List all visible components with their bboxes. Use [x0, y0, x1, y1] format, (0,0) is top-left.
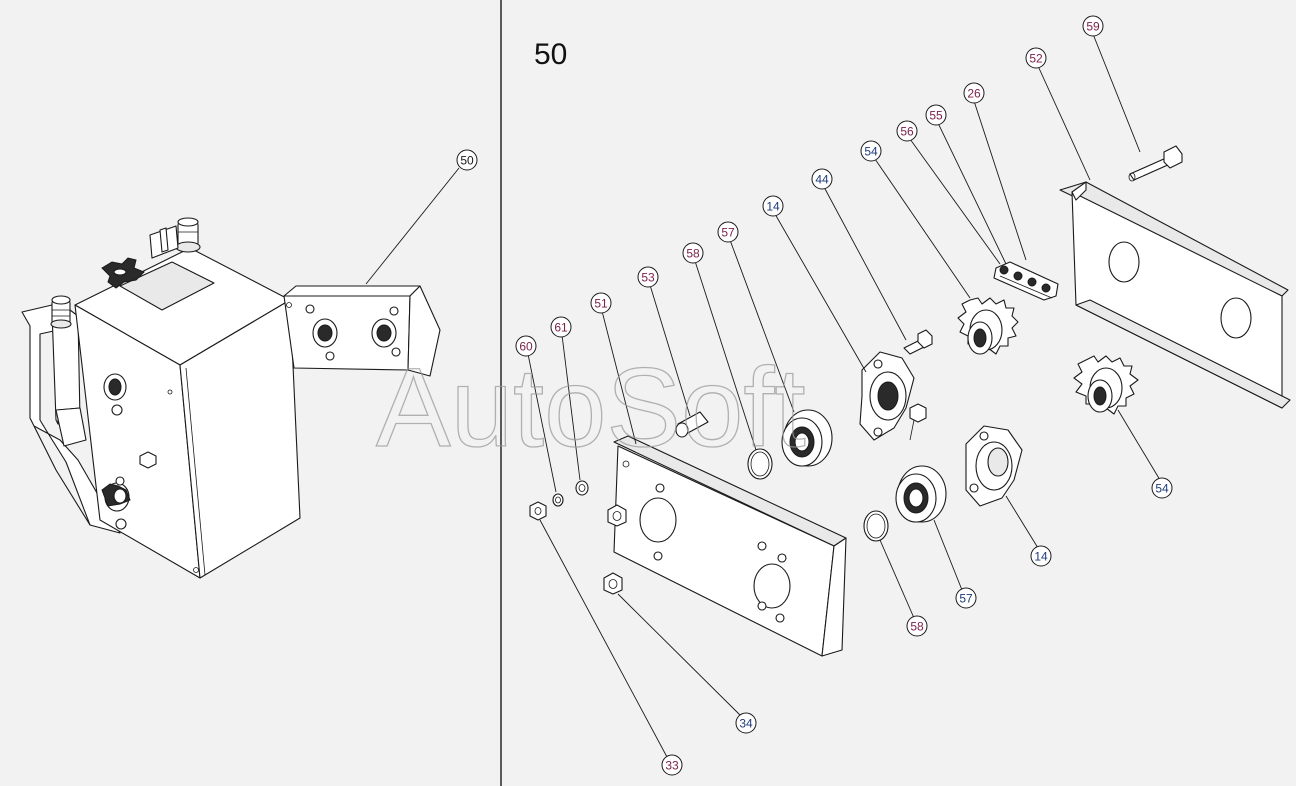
- callout-label: 54: [1155, 482, 1169, 496]
- part-52-cover: [1059, 181, 1291, 409]
- callout-label: 50: [460, 154, 474, 168]
- callout-circle: [1082, 15, 1104, 37]
- callout-circle: [1030, 545, 1052, 567]
- callout-circle: [1025, 47, 1047, 69]
- part-59-bolt: [1128, 145, 1183, 182]
- callout-p60: 60: [515, 335, 537, 357]
- part-14-flange-upper: [859, 351, 915, 441]
- callout-label: 51: [594, 297, 608, 311]
- callout-label: 60: [519, 340, 533, 354]
- callout-p56: 56: [896, 120, 918, 142]
- callout-label: 44: [815, 173, 829, 187]
- part-53-shaft: [675, 411, 709, 438]
- callout-label: 14: [1034, 550, 1048, 564]
- callout-p58a: 58: [682, 242, 704, 264]
- gearbox-housing: [21, 217, 301, 579]
- callout-bubbles: 50 59 52 26 55 56 54 44 14 57 58 53 51 61 60 54 14 57 58 34…: [456, 15, 1173, 776]
- leader-lines: [365, 33, 1161, 758]
- part-57-bearing-upper: [781, 409, 833, 467]
- part-54-sprocket-upper: [957, 297, 1019, 355]
- part-54-sprocket-lower: [1073, 355, 1139, 415]
- callout-label: 34: [739, 717, 753, 731]
- callout-circle: [515, 335, 537, 357]
- callout-circle: [682, 242, 704, 264]
- callout-circle: [963, 82, 985, 104]
- part-34-nut: [603, 504, 627, 595]
- callout-p54b: 54: [1151, 477, 1173, 499]
- callout-label: 14: [766, 200, 780, 214]
- callout-circle: [661, 754, 683, 776]
- part-61-washer: [575, 480, 589, 496]
- callout-label: 58: [910, 620, 924, 634]
- assembly-number: 50: [534, 38, 567, 71]
- callout-p14a: 14: [762, 195, 784, 217]
- callout-p58b: 58: [906, 615, 928, 637]
- callout-label: 59: [1086, 20, 1100, 34]
- callout-circle: [637, 266, 659, 288]
- callout-p44: 44: [811, 168, 833, 190]
- callout-circle: [590, 292, 612, 314]
- callout-label: 57: [721, 226, 735, 240]
- callout-p54a: 54: [860, 140, 882, 162]
- callout-label: 52: [1029, 52, 1043, 66]
- callout-p14b: 14: [1030, 545, 1052, 567]
- callout-label: 55: [929, 109, 943, 123]
- callout-label: 57: [959, 592, 973, 606]
- callout-p59: 59: [1082, 15, 1104, 37]
- callout-p34: 34: [735, 712, 757, 734]
- callout-p61: 61: [550, 316, 572, 338]
- callout-p26: 26: [963, 82, 985, 104]
- callout-circle: [735, 712, 757, 734]
- callout-p53: 53: [637, 266, 659, 288]
- callout-label: 53: [641, 271, 655, 285]
- callout-left-50: 50: [456, 149, 478, 171]
- callout-circle: [860, 140, 882, 162]
- callout-circle: [906, 615, 928, 637]
- callout-label: 26: [967, 87, 981, 101]
- callout-label: 58: [686, 247, 700, 261]
- callout-p57a: 57: [717, 221, 739, 243]
- watermark: AutoSoft: [376, 345, 806, 470]
- part-58-ring-lower: [863, 510, 889, 542]
- callout-p51: 51: [590, 292, 612, 314]
- callout-label: 56: [900, 125, 914, 139]
- callout-circle: [1151, 477, 1173, 499]
- part-57-bearing-lower: [895, 465, 947, 523]
- callout-p55: 55: [925, 104, 947, 126]
- callout-circle: [456, 149, 478, 171]
- callout-label: 54: [864, 145, 878, 159]
- part-44-bolt: [903, 329, 933, 441]
- callout-circle: [717, 221, 739, 243]
- callout-circle: [925, 104, 947, 126]
- callout-circle: [550, 316, 572, 338]
- callout-circle: [762, 195, 784, 217]
- callout-label: 33: [665, 759, 679, 773]
- part-51-plate: [613, 435, 847, 657]
- callout-circle: [896, 120, 918, 142]
- side-plate-assembly: [283, 285, 441, 377]
- part-58-ring-upper: [747, 448, 773, 480]
- part-26-chain: [993, 261, 1059, 301]
- part-33-nut: [529, 501, 547, 521]
- part-14-flange-lower: [965, 425, 1023, 507]
- callout-p52: 52: [1025, 47, 1047, 69]
- callout-circle: [811, 168, 833, 190]
- callout-circle: [955, 587, 977, 609]
- callout-label: 61: [554, 321, 568, 335]
- part-60-washer: [552, 493, 564, 507]
- callout-p33: 33: [661, 754, 683, 776]
- callout-p57b: 57: [955, 587, 977, 609]
